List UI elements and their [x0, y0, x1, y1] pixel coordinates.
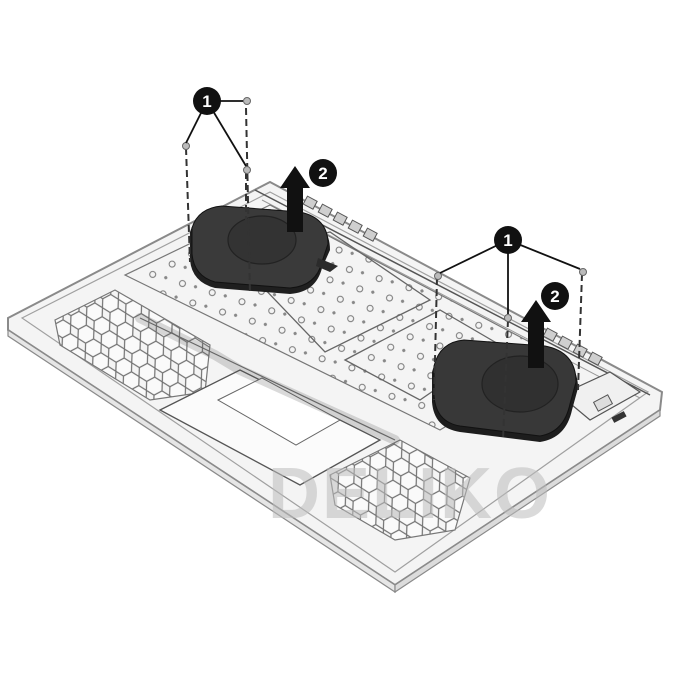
left-fan [190, 205, 338, 294]
callout-label: 2 [550, 287, 559, 306]
screw-icon [243, 166, 251, 174]
left-fan-screws [185, 107, 251, 295]
touchpad-bracket [135, 313, 400, 486]
callout-label: 2 [318, 164, 327, 183]
callout-2-left: 2 [309, 159, 337, 187]
callout-label: 1 [202, 92, 211, 111]
screw-icon [504, 314, 512, 322]
fan-hub [227, 215, 297, 265]
right-fan-screws [433, 273, 583, 441]
callout-1-right: 1 [494, 226, 522, 254]
screw-icon [434, 272, 442, 280]
screw-icons [434, 268, 587, 322]
io-board [558, 371, 642, 423]
lift-arrow-right [521, 300, 551, 368]
speaker-grille-right [329, 439, 471, 541]
rear-vent-slots [302, 195, 603, 366]
callout-label: 1 [503, 231, 512, 250]
watermark: DELIKO [268, 454, 552, 534]
callout-2-right: 2 [541, 282, 569, 310]
fan-hub [481, 355, 559, 413]
screw-icons [182, 97, 251, 174]
screw-icon [579, 268, 587, 276]
screw-icon [243, 97, 251, 105]
lift-arrow-left [280, 166, 310, 232]
screw-icon [182, 142, 190, 150]
callout-1-left: 1 [193, 87, 221, 115]
